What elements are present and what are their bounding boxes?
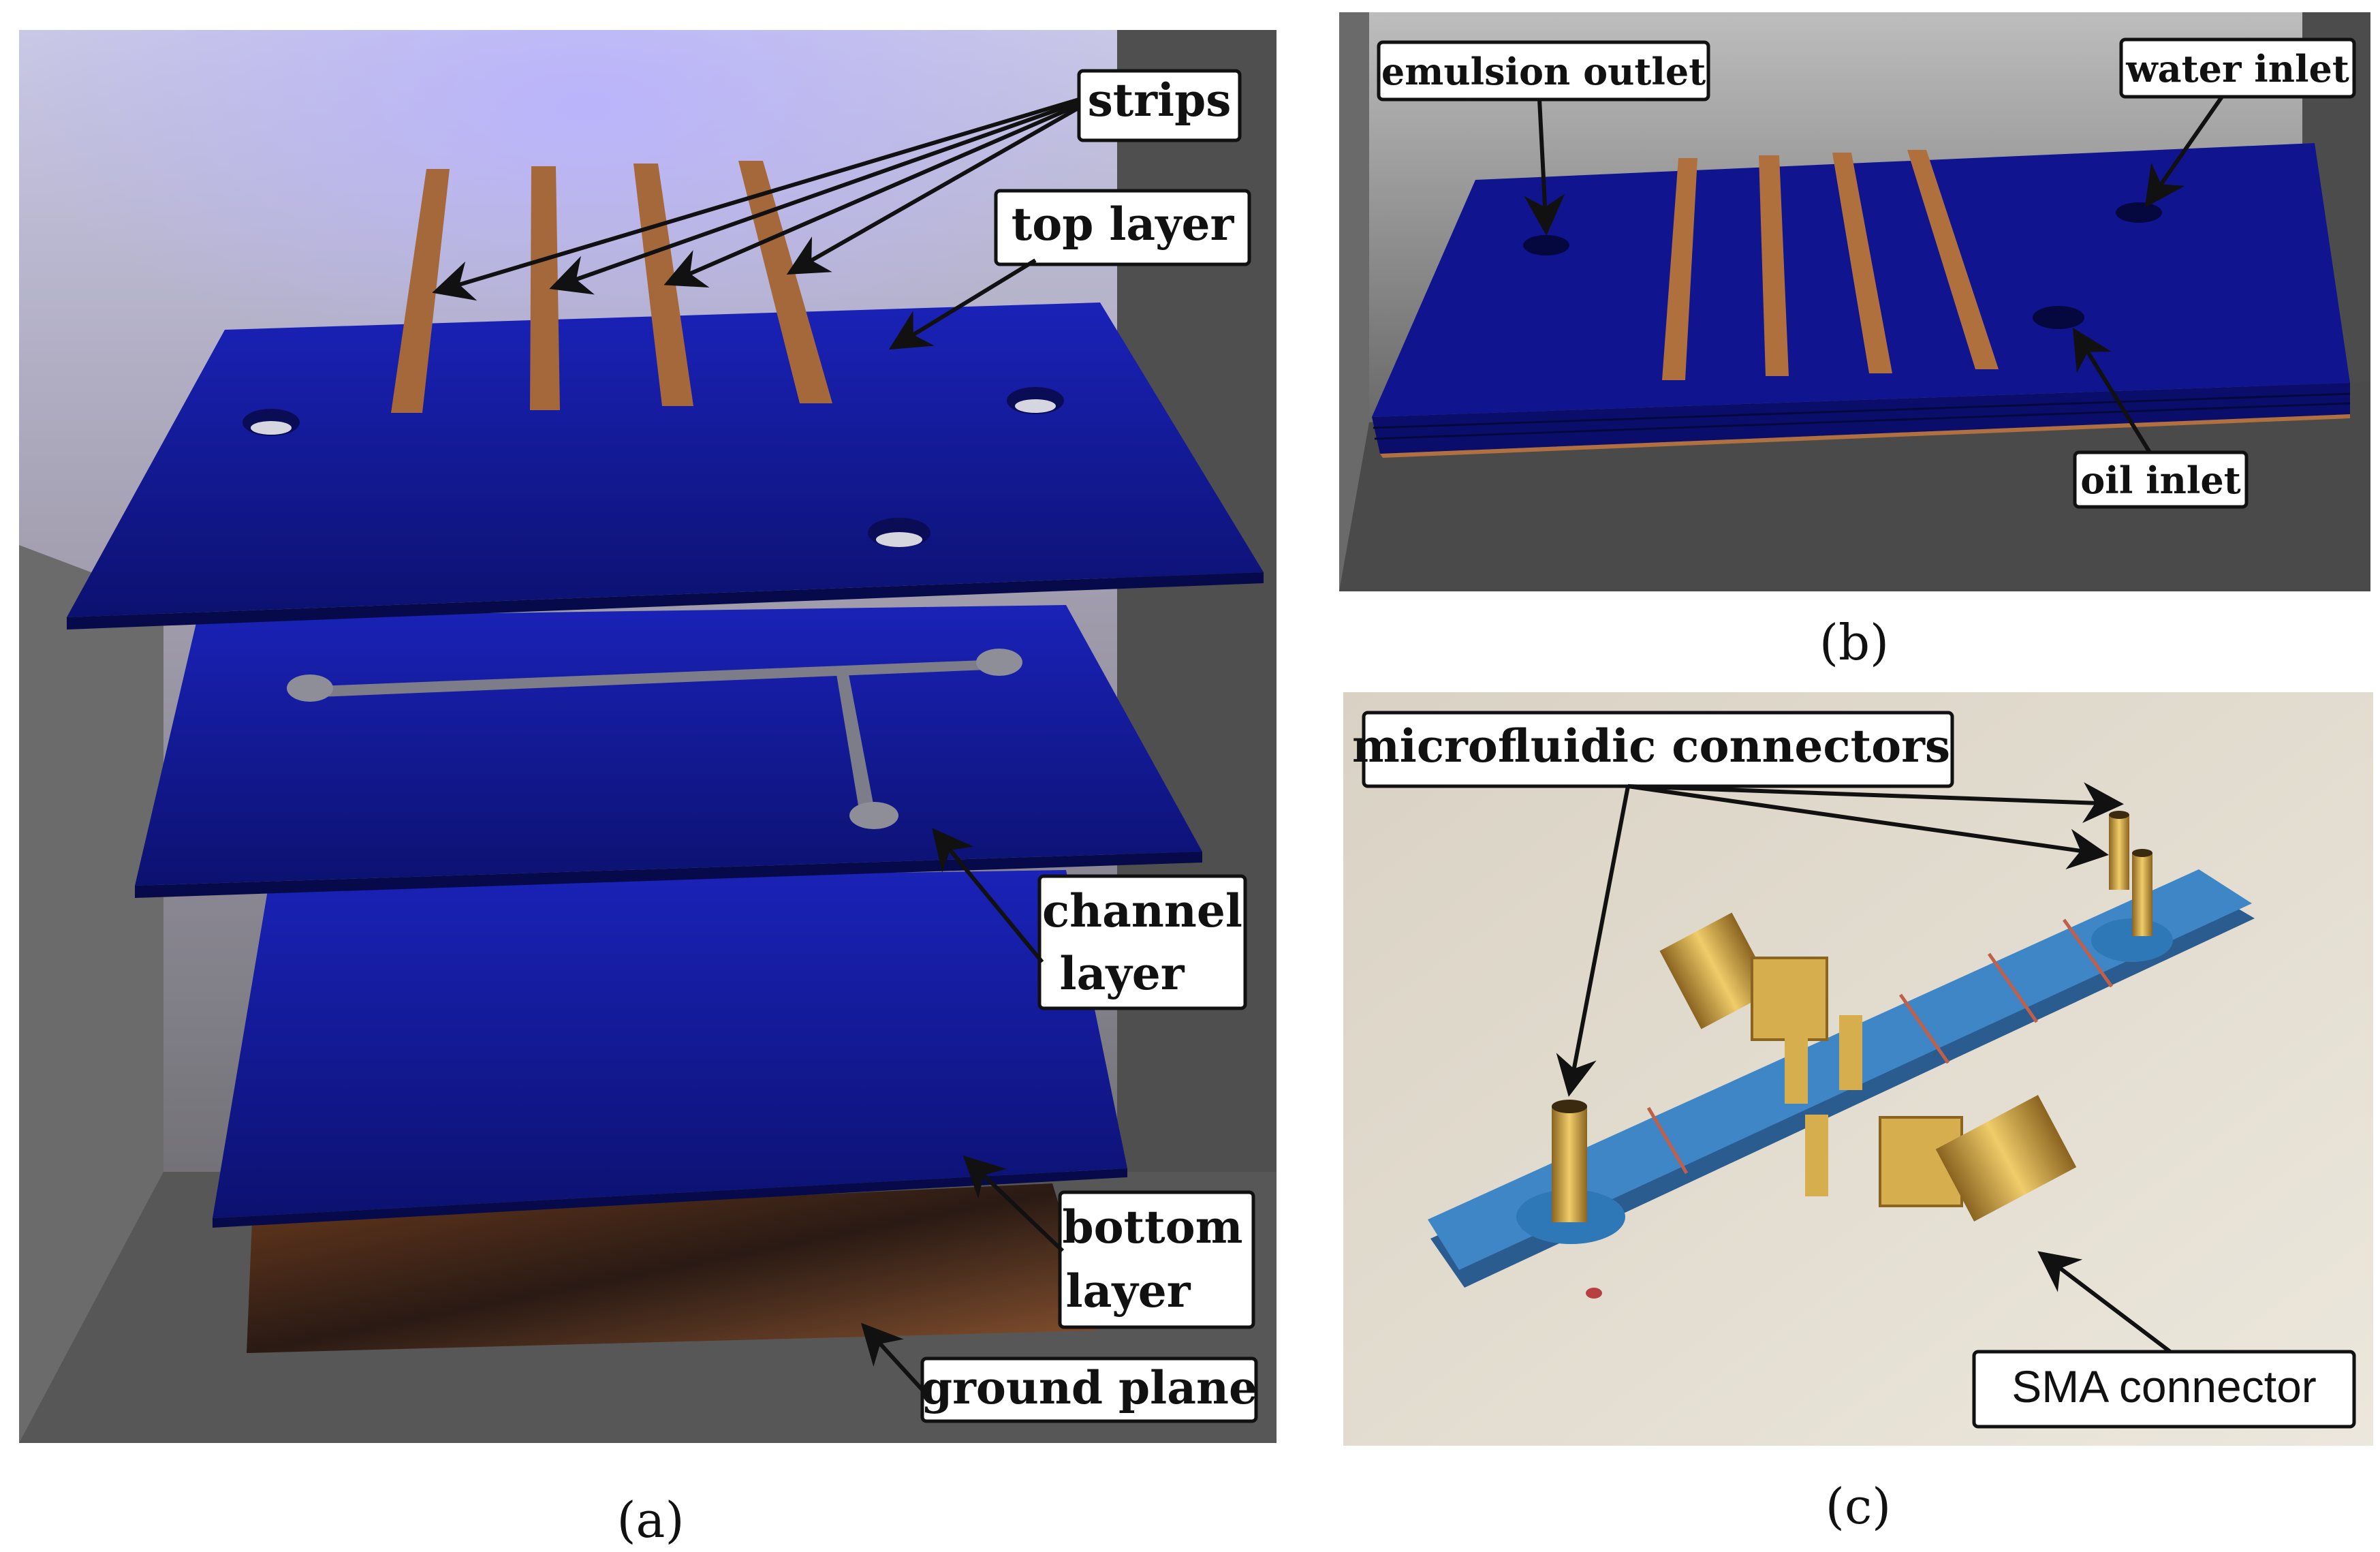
bottom-layer-arrow (962, 1155, 1065, 1253)
ground-plane-layer (247, 1183, 1097, 1353)
water-inlet-label: water inlet (2125, 47, 2349, 91)
photo-strip-1 (1646, 1106, 1689, 1175)
channel-layer-label-line1: channel (1042, 884, 1242, 937)
emulsion-outlet-label: emulsion outlet (1381, 50, 1706, 93)
top-layer-label-box (994, 189, 1251, 266)
strips-label: strips (1088, 74, 1232, 127)
strips-arrow-1 (432, 97, 1080, 301)
photo-strip-3 (1987, 952, 2039, 1023)
top-layer-arrow (888, 258, 1037, 350)
oil-inlet-label-box (2073, 450, 2249, 509)
strip-1 (391, 169, 450, 413)
panel-a-left-wall (19, 545, 163, 1443)
photo-connector-left (1552, 1106, 1587, 1222)
top-layer-label: top layer (1012, 198, 1235, 251)
channel-layer-label-line2: layer (1060, 947, 1185, 1000)
connectors-arrow-1 (1627, 782, 2124, 824)
sma-connector-arrow (2037, 1251, 2172, 1354)
bottom-layer-label-line1: bottom (1063, 1200, 1243, 1254)
channel-layer-arrow (932, 828, 1044, 963)
connectors-arrow-3 (1556, 786, 1630, 1097)
assembled-strip-4 (1907, 150, 1999, 369)
channel-layer (135, 605, 1202, 886)
ground-plane-label: ground plane (921, 1361, 1257, 1414)
assembled-strip-2 (1759, 155, 1789, 376)
bottom-layer-label-line2: layer (1066, 1264, 1191, 1318)
panel-a-right-wall (1117, 30, 1277, 1443)
oil-inlet-label: oil inlet (2080, 459, 2240, 502)
bottom-layer-label-box (1058, 1190, 1255, 1329)
photo-sma-right (1935, 1095, 2077, 1222)
panel-c-caption: (c) (1826, 1478, 1892, 1535)
ground-plane-arrow (860, 1322, 924, 1392)
panel-b-caption: (b) (1819, 614, 1889, 671)
bottom-layer (213, 870, 1127, 1218)
emulsion-outlet-arrow (1524, 99, 1565, 236)
strips-arrow-4 (786, 106, 1080, 275)
panel-b: emulsion outlet water inlet oil inlet (b… (1339, 12, 2370, 671)
microchannel-branch (836, 674, 875, 813)
photo-strip-4 (2062, 918, 2114, 988)
top-layer (67, 302, 1264, 617)
strip-2 (530, 166, 560, 410)
oil-inlet-arrow (2072, 327, 2152, 454)
strip-3 (633, 164, 693, 406)
connectors-arrow-2 (1627, 784, 2109, 870)
microfluidic-connectors-label: microfluidic connectors (1352, 719, 1950, 773)
sma-connector-label-box (1972, 1350, 2356, 1429)
panel-c: microfluidic connectors SMA connector (c… (1343, 692, 2373, 1535)
photo-sma-left (1659, 912, 1774, 1029)
photo-strip-2 (1898, 993, 1950, 1064)
channel-layer-label-box (1037, 874, 1247, 1010)
strips-arrow-3 (663, 103, 1080, 288)
photo-connector-right-2 (2132, 853, 2152, 936)
water-inlet-arrow (2144, 95, 2224, 208)
strips-arrow-2 (549, 100, 1080, 295)
water-inlet-label-box (2119, 37, 2356, 99)
sma-connector-label: SMA connector (2011, 1361, 2317, 1412)
emulsion-outlet-label-box (1377, 40, 1710, 102)
panel-a: strips top layer channel layer bottom la… (19, 30, 1277, 1549)
photo-connector-right-1 (2109, 815, 2129, 890)
strip-4 (738, 161, 832, 403)
assembled-strip-3 (1832, 153, 1892, 373)
panel-a-caption: (a) (616, 1491, 684, 1549)
assembled-strip-1 (1662, 158, 1697, 380)
assembled-board-edge (1372, 383, 2350, 454)
microchannel-main (300, 659, 1004, 698)
